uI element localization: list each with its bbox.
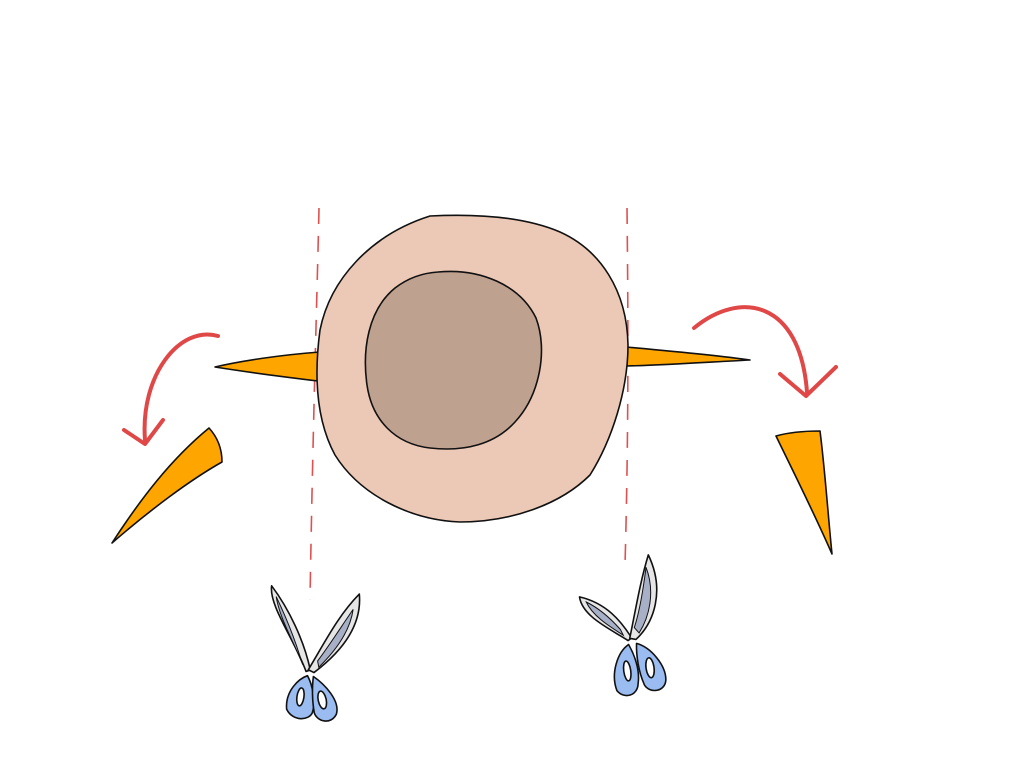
scissors-icon: [578, 554, 667, 697]
right-cut-line: [624, 207, 629, 566]
curved-arrow-down-left-icon: [122, 332, 220, 446]
cell-icon: [316, 214, 629, 523]
curved-arrow-down-right-icon: [692, 305, 838, 398]
horn-right-icon: [625, 346, 751, 367]
scissors-icon: [270, 585, 361, 722]
horn-left-icon: [214, 351, 321, 382]
nucleus-icon: [364, 270, 543, 450]
cut-horn-right-icon: [775, 430, 833, 555]
left-cut-line: [309, 207, 320, 601]
cut-lines: [309, 207, 629, 601]
cut-horn-left-icon: [111, 427, 223, 544]
